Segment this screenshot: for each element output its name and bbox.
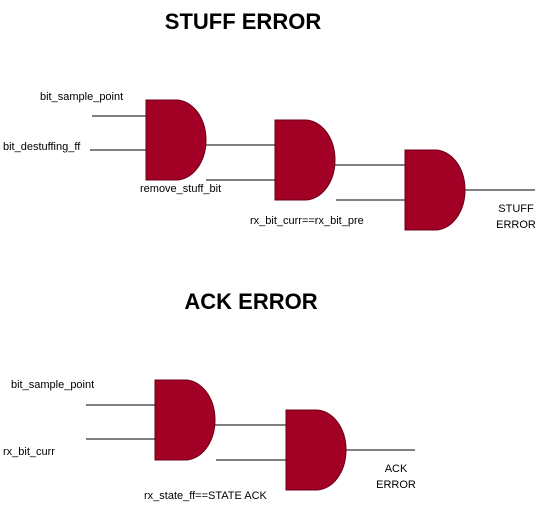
ack-and-gate-2-icon [285,409,347,491]
stuff-input-bit-destuffing-ff-label: bit_destuffing_ff [3,141,81,153]
ack-output-label-line2: ERROR [376,479,416,491]
stuff-and-gate-3-icon [404,149,466,231]
ack-error-title: ACK ERROR [184,289,317,314]
stuff-error-title: STUFF ERROR [165,9,322,34]
ack-rx-state-ff-label: rx_state_ff==STATE ACK [144,490,268,502]
ack-and-gate-1-icon [154,379,216,461]
ack-output-label-line1: ACK [385,463,408,475]
stuff-and-gate-1-icon [145,99,207,181]
ack-input-rx-bit-curr-label: rx_bit_curr [3,446,55,458]
stuff-output-label-line1: STUFF [498,203,534,215]
stuff-remove-stuff-bit-label: remove_stuff_bit [140,183,221,195]
stuff-output-label-line2: ERROR [496,219,536,231]
stuff-input-bit-sample-point-label: bit_sample_point [40,91,123,103]
ack-input-bit-sample-point-label: bit_sample_point [11,379,94,391]
stuff-and-gate-2-icon [274,119,336,201]
stuff-rx-bit-compare-label: rx_bit_curr==rx_bit_pre [250,215,364,227]
